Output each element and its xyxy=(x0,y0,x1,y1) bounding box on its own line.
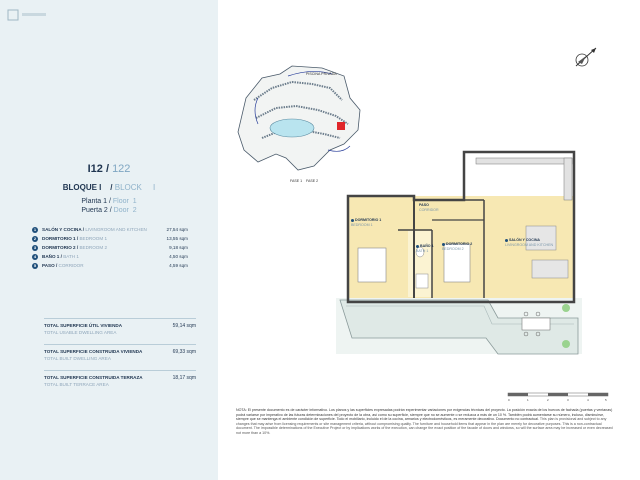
door-line: Puerta 2 / Door 2 xyxy=(0,207,218,214)
total-usable-area: TOTAL SUPERFICIE ÚTIL VIVIENDA TOTAL USA… xyxy=(44,318,196,335)
brand-logo xyxy=(7,9,46,21)
room-number: 1 xyxy=(32,226,38,233)
room-number: 4 xyxy=(32,253,38,260)
room-area: 4,50 sqm xyxy=(169,254,188,259)
plan-label-marker xyxy=(505,238,508,242)
keyplan-fase2: FASE 2 xyxy=(306,179,318,183)
room-label: SALÓN Y COCINA / LIVINGROOM AND KITCHEN xyxy=(42,227,147,232)
total-label-en: TOTAL BUILT DWELLING AREA xyxy=(44,356,111,361)
total-value: 59,14 sqm xyxy=(172,323,196,329)
room-number: 2 xyxy=(32,235,38,242)
block-value-alt: I xyxy=(153,183,156,192)
total-built-area: TOTAL SUPERFICIE CONSTRUIDA VIVIENDA TOT… xyxy=(44,344,196,361)
unit-code-alt: 122 xyxy=(112,163,131,175)
floor-line: Planta 1 / Floor 1 xyxy=(0,198,218,205)
door-label-alt: Door xyxy=(113,207,129,214)
scale-tick: 0 xyxy=(508,398,510,402)
room-area: 13,55 sqm xyxy=(166,236,188,241)
north-arrow-icon xyxy=(575,47,597,67)
scale-bar: 0 1 2 3 4 5 xyxy=(507,392,609,402)
legal-note-en: This plan is provisional and subject to … xyxy=(236,417,613,435)
room-area: 27,54 sqm xyxy=(166,227,188,232)
door-value-alt: 2 xyxy=(132,207,137,214)
room-label: DORMITORIO 2 / BEDROOM 2 xyxy=(42,245,108,250)
total-separator xyxy=(44,370,196,371)
plan-label-marker xyxy=(351,218,354,222)
plan-label-marker xyxy=(442,242,445,246)
rooms-list: 1 SALÓN Y COCINA / LIVINGROOM AND KITCHE… xyxy=(32,225,188,270)
unit-title: I12 / 122 xyxy=(0,163,218,175)
total-label: TOTAL SUPERFICIE CONSTRUIDA TERRAZA xyxy=(44,375,143,380)
total-value: 69,33 sqm xyxy=(172,349,196,355)
room-row: 3 DORMITORIO 2 / BEDROOM 2 9,18 sqm xyxy=(32,243,188,252)
total-value: 18,17 sqm xyxy=(172,375,196,381)
room-number: 5 xyxy=(32,262,38,269)
plan-label-marker xyxy=(416,244,419,248)
site-key-plan: PISCINA PRIVADA FASE 1 FASE 2 xyxy=(237,65,361,183)
unit-separator: / xyxy=(105,163,109,175)
floor-separator: / xyxy=(108,198,111,205)
scale-tick: 1 xyxy=(527,398,529,402)
keyplan-fase1: FASE 1 xyxy=(290,179,302,183)
unit-code: I12 xyxy=(87,163,103,175)
apartment-floor-plan xyxy=(336,150,582,355)
door-label: Puerta 2 xyxy=(81,207,108,214)
total-label: TOTAL SUPERFICIE CONSTRUIDA VIVIENDA xyxy=(44,349,143,354)
room-area: 4,59 sqm xyxy=(169,263,188,268)
block-line: BLOQUE I / BLOCK I xyxy=(0,183,218,192)
room-number: 3 xyxy=(32,244,38,251)
total-separator xyxy=(44,344,196,345)
scale-tick: 2 xyxy=(547,398,549,402)
room-label: DORMITORIO 1 / BEDROOM 1 xyxy=(42,236,108,241)
total-label-en: TOTAL USABLE DWELLING AREA xyxy=(44,330,117,335)
total-label-en: TOTAL BUILT TERRACE AREA xyxy=(44,382,109,387)
block-separator: / xyxy=(110,183,113,192)
scale-tick: 4 xyxy=(587,398,589,402)
floor-label: Planta 1 xyxy=(81,198,108,205)
block-label-alt: BLOCK xyxy=(114,183,142,192)
room-row: 2 DORMITORIO 1 / BEDROOM 1 13,55 sqm xyxy=(32,234,188,243)
total-separator xyxy=(44,318,196,319)
room-row: 4 BAÑO 1 / BATH 1 4,50 sqm xyxy=(32,252,188,261)
total-terrace-area: TOTAL SUPERFICIE CONSTRUIDA TERRAZA TOTA… xyxy=(44,370,196,387)
keyplan-top-label: PISCINA PRIVADA xyxy=(306,72,337,76)
legal-note-es: NOTA: El presente documento es de caráct… xyxy=(236,408,613,421)
room-row: 5 PASO / CORRIDOR 4,59 sqm xyxy=(32,261,188,270)
room-row: 1 SALÓN Y COCINA / LIVINGROOM AND KITCHE… xyxy=(32,225,188,234)
total-label: TOTAL SUPERFICIE ÚTIL VIVIENDA xyxy=(44,323,123,328)
room-label: BAÑO 1 / BATH 1 xyxy=(42,254,79,259)
legal-note: NOTA: El presente documento es de caráct… xyxy=(236,408,614,435)
door-separator: / xyxy=(109,207,112,214)
room-label: PASO / CORRIDOR xyxy=(42,263,84,268)
unit-marker xyxy=(337,122,345,130)
block-label: BLOQUE I xyxy=(62,183,102,192)
scale-tick: 3 xyxy=(567,398,569,402)
floor-value-alt: 1 xyxy=(132,198,137,205)
floor-label-alt: Floor xyxy=(112,198,129,205)
scale-tick: 5 xyxy=(605,398,607,402)
room-area: 9,18 sqm xyxy=(169,245,188,250)
